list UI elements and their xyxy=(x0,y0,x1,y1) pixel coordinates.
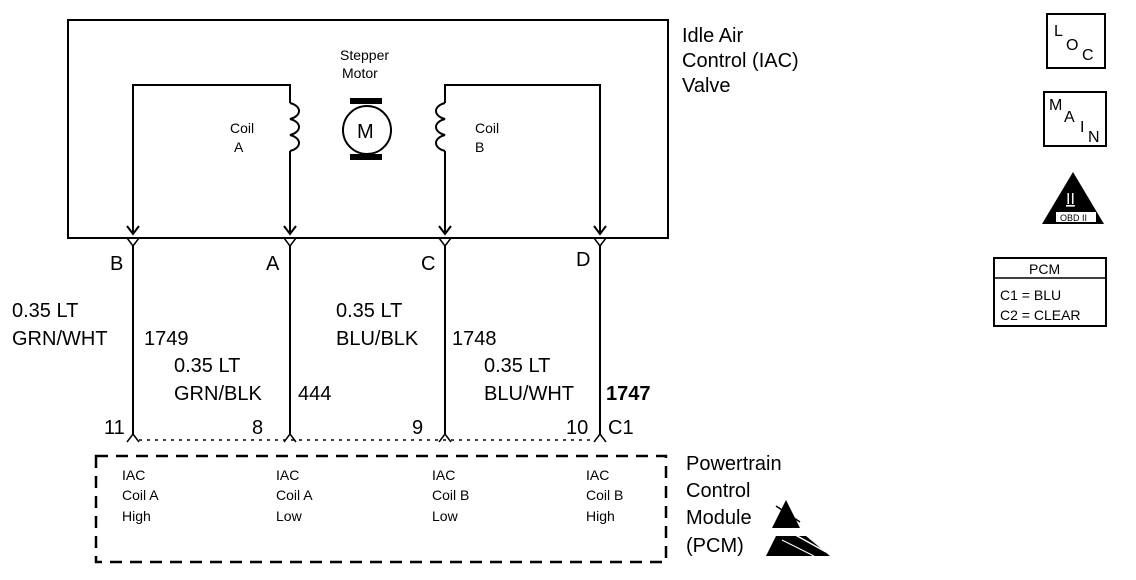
pin-c-label: C xyxy=(421,253,435,275)
pcm-term-1-l3: High xyxy=(122,508,151,524)
stepper-motor-icon xyxy=(342,98,392,160)
pcm-title-line2: Control xyxy=(686,480,750,502)
pin-b-label: B xyxy=(110,253,123,275)
wire-1749-gauge: 0.35 LT xyxy=(12,300,78,322)
connector-id-label: C1 xyxy=(608,417,634,439)
wire-1747-circuit: 1747 xyxy=(606,383,651,405)
wire-1748-circuit: 1748 xyxy=(452,328,497,350)
wire-1748-gauge: 0.35 LT xyxy=(336,300,402,322)
main-letter-i: I xyxy=(1080,119,1084,136)
pcm-term-4-l3: High xyxy=(586,508,615,524)
pcm-title-line4: (PCM) xyxy=(686,535,744,557)
pin-a-label: A xyxy=(266,253,280,275)
obd-label: OBD II xyxy=(1060,213,1087,223)
main-letter-n: N xyxy=(1088,129,1100,146)
iac-title-line2: Control (IAC) xyxy=(682,50,799,72)
iac-valve-box xyxy=(67,19,669,239)
pcm-term-2-l1: IAC xyxy=(276,467,299,483)
pcm-term-4-l2: Coil B xyxy=(586,487,623,503)
wire-444-circuit: 444 xyxy=(298,383,331,405)
pcm-term-1-l1: IAC xyxy=(122,467,145,483)
pin-d-label: D xyxy=(576,249,590,271)
pcm-box xyxy=(94,454,668,564)
loc-letter-l: L xyxy=(1054,23,1063,40)
pcm-legend-header: PCM xyxy=(1029,261,1060,277)
pcm-term-3-l1: IAC xyxy=(432,467,455,483)
pcm-pin-10: 10 xyxy=(566,417,588,439)
obd-numeral: II xyxy=(1066,191,1075,208)
coil-b-icon xyxy=(435,102,446,152)
connector-arrow-icons xyxy=(126,225,607,248)
main-letter-a: A xyxy=(1064,109,1075,126)
coil-b-wire-top xyxy=(444,84,601,232)
motor-symbol: M xyxy=(357,121,374,143)
pcm-term-2-l2: Coil A xyxy=(276,487,313,503)
iac-title-line3: Valve xyxy=(682,75,731,97)
pcm-term-4-l1: IAC xyxy=(586,467,609,483)
coil-a-label-2: A xyxy=(234,139,244,155)
pcm-term-2-l3: Low xyxy=(276,508,303,524)
main-letter-m: M xyxy=(1049,97,1062,114)
pcm-term-3-l2: Coil B xyxy=(432,487,469,503)
esd-warning-icon xyxy=(766,500,830,557)
coil-b-label-2: B xyxy=(475,139,484,155)
loc-box xyxy=(1046,13,1106,69)
coil-b-label-1: Coil xyxy=(475,120,499,136)
obd-ii-icon xyxy=(1042,172,1104,224)
wire-1749-color: GRN/WHT xyxy=(12,328,108,350)
pcm-legend-box xyxy=(993,257,1107,327)
pcm-terminal-icons xyxy=(126,432,607,443)
loc-letter-o: O xyxy=(1066,37,1078,54)
main-box xyxy=(1043,91,1107,147)
wire-1748-color: BLU/BLK xyxy=(336,328,419,350)
wire-1747-gauge: 0.35 LT xyxy=(484,355,550,377)
pcm-legend-c2: C2 = CLEAR xyxy=(1000,307,1081,323)
motor-label-1: Stepper xyxy=(340,47,389,63)
wire-1747-color: BLU/WHT xyxy=(484,383,574,405)
pcm-pin-9: 9 xyxy=(412,417,423,439)
wire-444-gauge: 0.35 LT xyxy=(174,355,240,377)
pcm-pin-11: 11 xyxy=(104,417,125,439)
wire-444-color: GRN/BLK xyxy=(174,383,262,405)
wire-1749-circuit: 1749 xyxy=(144,328,189,350)
pcm-legend-c1: C1 = BLU xyxy=(1000,287,1061,303)
coil-a-wire-top xyxy=(132,84,291,232)
loc-letter-c: C xyxy=(1082,47,1094,64)
pcm-pin-8: 8 xyxy=(252,417,263,439)
pcm-term-3-l3: Low xyxy=(432,508,459,524)
pcm-title-line3: Module xyxy=(686,507,752,529)
coil-a-label-1: Coil xyxy=(230,120,254,136)
coil-a-icon xyxy=(289,102,300,152)
pcm-title-line1: Powertrain xyxy=(686,453,782,475)
motor-label-2: Motor xyxy=(342,65,378,81)
iac-title-line1: Idle Air xyxy=(682,25,743,47)
pcm-term-1-l2: Coil A xyxy=(122,487,159,503)
